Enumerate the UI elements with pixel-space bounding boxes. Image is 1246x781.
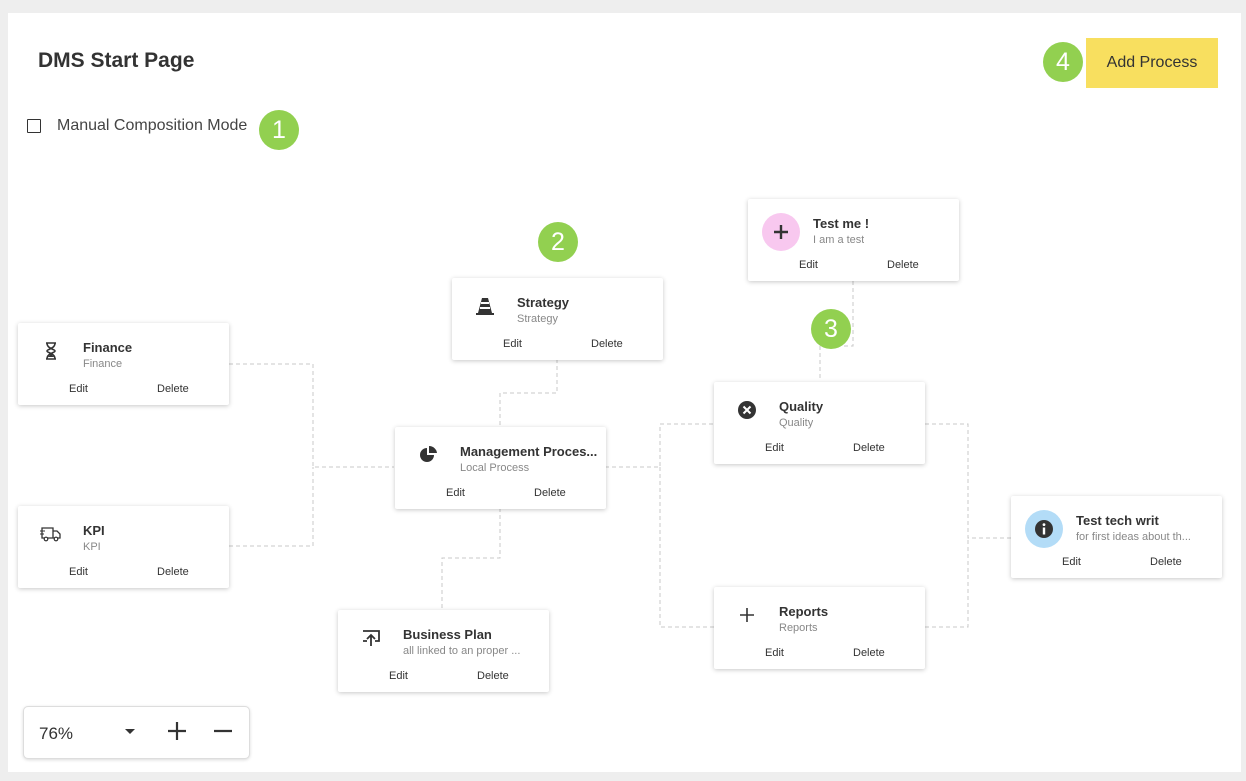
process-card-finance[interactable]: Finance Finance Edit Delete [18,323,229,405]
manual-composition-label: Manual Composition Mode [57,117,248,134]
traffic-cone-icon [474,295,496,317]
step-badge-2: 2 [538,222,578,262]
edit-button[interactable]: Edit [1062,556,1081,568]
delete-button[interactable]: Delete [887,259,919,271]
card-title: Finance [83,340,133,355]
card-subtitle: Quality [779,417,814,429]
delete-button[interactable]: Delete [477,670,509,682]
step-badge-4: 4 [1043,42,1083,82]
card-title: Test tech writ [1076,513,1159,528]
zoom-level: 76% [39,724,74,743]
truck-icon [40,523,62,545]
edit-button[interactable]: Edit [69,566,88,578]
zoom-out-button[interactable] [211,719,235,743]
zoom-in-button[interactable] [165,719,189,743]
card-title: Strategy [517,295,570,310]
card-subtitle: Finance [83,358,123,370]
card-title: KPI [83,523,105,538]
card-subtitle: I am a test [813,234,865,246]
minus-icon [214,729,232,733]
edit-button[interactable]: Edit [765,647,784,659]
process-card-business-plan[interactable]: Business Plan all linked to an proper ..… [338,610,549,692]
process-card-test-me[interactable]: Test me ! I am a test Edit Delete [748,199,959,281]
edit-button[interactable]: Edit [69,383,88,395]
delete-button[interactable]: Delete [157,566,189,578]
plus-icon [736,604,758,626]
card-subtitle: Reports [779,622,818,634]
card-title: Management Proces... [460,444,598,459]
edit-button[interactable]: Edit [389,670,408,682]
zoom-control: 76% [23,706,250,759]
card-title: Business Plan [403,627,492,642]
card-subtitle: for first ideas about th... [1076,531,1191,543]
delete-button[interactable]: Delete [1150,556,1182,568]
hourglass-icon [40,340,62,362]
process-card-reports[interactable]: Reports Reports Edit Delete [714,587,925,669]
edit-button[interactable]: Edit [446,487,465,499]
delete-button[interactable]: Delete [591,338,623,350]
upload-icon [360,627,382,649]
pie-chart-icon [417,444,439,466]
card-title: Quality [779,399,824,414]
cancel-circle-icon [736,399,758,421]
card-subtitle: Local Process [460,462,530,474]
zoom-dropdown-caret-icon[interactable] [125,729,135,734]
delete-button[interactable]: Delete [157,383,189,395]
edit-button[interactable]: Edit [799,259,818,271]
delete-button[interactable]: Delete [534,487,566,499]
card-subtitle: all linked to an proper ... [403,645,521,657]
step-badge-3: 3 [811,309,851,349]
manual-composition-checkbox[interactable] [27,119,41,133]
plus-icon [168,722,186,740]
card-subtitle: KPI [83,541,101,553]
process-card-strategy[interactable]: Strategy Strategy Edit Delete [452,278,663,360]
card-title: Test me ! [813,216,870,231]
delete-button[interactable]: Delete [853,647,885,659]
delete-button[interactable]: Delete [853,442,885,454]
process-card-management[interactable]: Management Proces... Local Process Edit … [395,427,606,509]
step-badge-1: 1 [259,110,299,150]
edit-button[interactable]: Edit [765,442,784,454]
process-card-kpi[interactable]: KPI KPI Edit Delete [18,506,229,588]
page-title: DMS Start Page [38,49,195,72]
plus-icon [762,213,800,251]
card-title: Reports [779,604,829,619]
process-card-quality[interactable]: Quality Quality Edit Delete [714,382,925,464]
manual-composition-toggle[interactable]: Manual Composition Mode [27,117,247,135]
info-icon [1025,510,1063,548]
card-subtitle: Strategy [517,313,558,325]
edit-button[interactable]: Edit [503,338,522,350]
add-process-button[interactable]: Add Process [1086,38,1218,88]
process-card-test-tech[interactable]: Test tech writ for first ideas about th.… [1011,496,1222,578]
